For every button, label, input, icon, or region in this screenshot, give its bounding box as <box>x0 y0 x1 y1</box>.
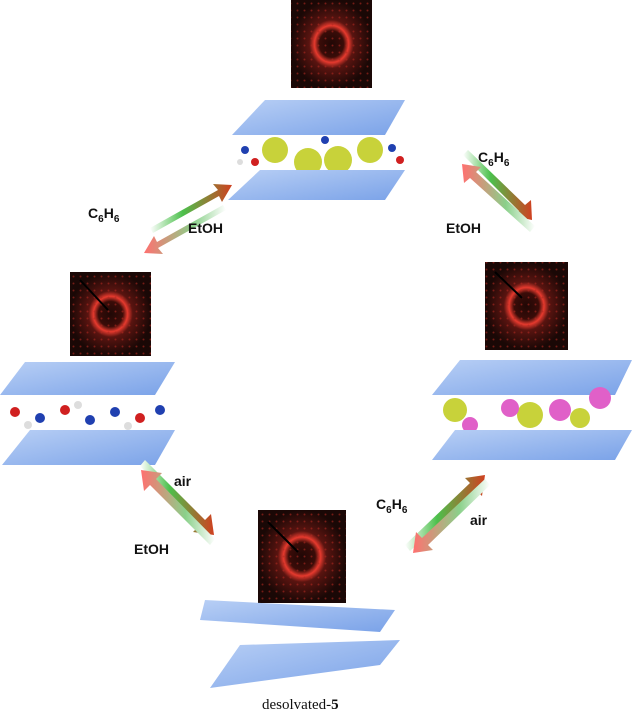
diffraction-image-right <box>485 262 568 350</box>
layer-structure-right <box>432 360 632 460</box>
label-top-right-lower: EtOH <box>446 220 481 236</box>
label-top-left-lower: EtOH <box>188 220 223 236</box>
equilibrium-arrow-top-left[interactable] <box>144 184 232 254</box>
diffraction-image-top <box>291 0 372 88</box>
equilibrium-arrow-bottom-left[interactable] <box>140 460 215 545</box>
label-bottom-right-upper: C6H6 <box>376 496 408 516</box>
caption-desolvated: desolvated-5 <box>262 697 339 713</box>
label-top-left-upper: C6H6 <box>88 205 120 225</box>
layer-structure-bottom <box>200 600 400 688</box>
layer-structure-top <box>228 100 405 200</box>
equilibrium-arrow-bottom-right[interactable] <box>405 475 490 553</box>
diffraction-image-left <box>70 272 151 356</box>
label-top-right-upper: C6H6 <box>478 149 510 169</box>
layer-structure-left <box>0 362 175 465</box>
label-bottom-right-lower: air <box>470 512 488 528</box>
label-bottom-left-lower: EtOH <box>134 541 169 557</box>
equilibrium-arrow-top-right[interactable] <box>462 150 535 232</box>
label-bottom-left-upper: air <box>174 473 192 489</box>
diffraction-image-bottom <box>258 510 346 603</box>
